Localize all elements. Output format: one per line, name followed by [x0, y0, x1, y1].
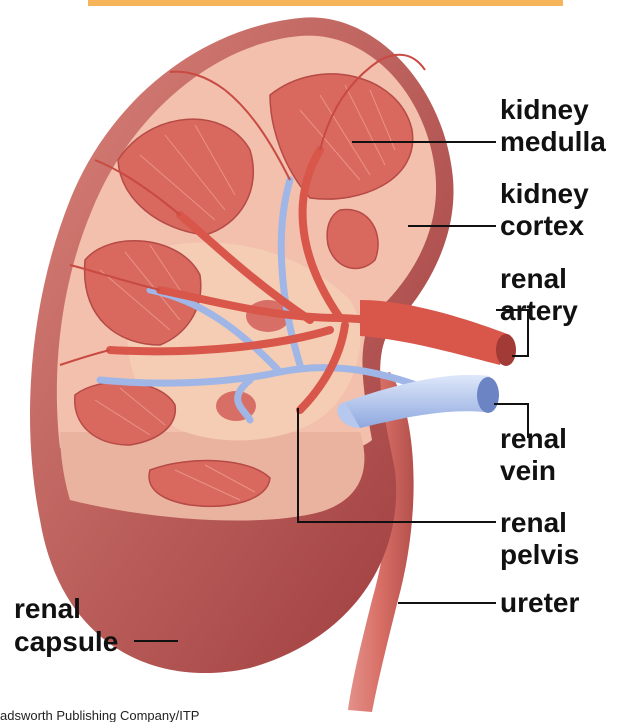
label-renal-capsule-line2: capsule	[14, 626, 118, 657]
label-renal-capsule-line1: renal	[14, 593, 81, 624]
vein-opening	[477, 377, 499, 413]
label-renal-artery-line2: artery	[500, 295, 578, 326]
label-kidney-medulla-line2: medulla	[500, 126, 606, 157]
label-kidney-medulla-line1: kidney	[500, 94, 589, 125]
artery-opening	[496, 334, 516, 366]
label-kidney-cortex: kidney cortex	[500, 178, 596, 241]
label-renal-vein-line1: renal	[500, 423, 567, 454]
label-renal-artery: renal artery	[500, 263, 578, 326]
label-renal-pelvis-line1: renal	[500, 507, 567, 538]
label-kidney-medulla: kidney medulla	[500, 94, 606, 157]
label-renal-vein: renal vein	[500, 423, 575, 486]
label-renal-pelvis: renal pelvis	[500, 507, 579, 570]
label-renal-pelvis-line2: pelvis	[500, 539, 579, 570]
label-renal-vein-line2: vein	[500, 455, 556, 486]
publisher-credit: adsworth Publishing Company/ITP	[0, 708, 199, 722]
top-banner	[88, 0, 563, 6]
label-ureter: ureter	[500, 587, 579, 618]
label-kidney-cortex-line2: cortex	[500, 210, 584, 241]
label-renal-artery-line1: renal	[500, 263, 567, 294]
renal-artery-trunk	[360, 300, 510, 365]
label-kidney-cortex-line1: kidney	[500, 178, 589, 209]
